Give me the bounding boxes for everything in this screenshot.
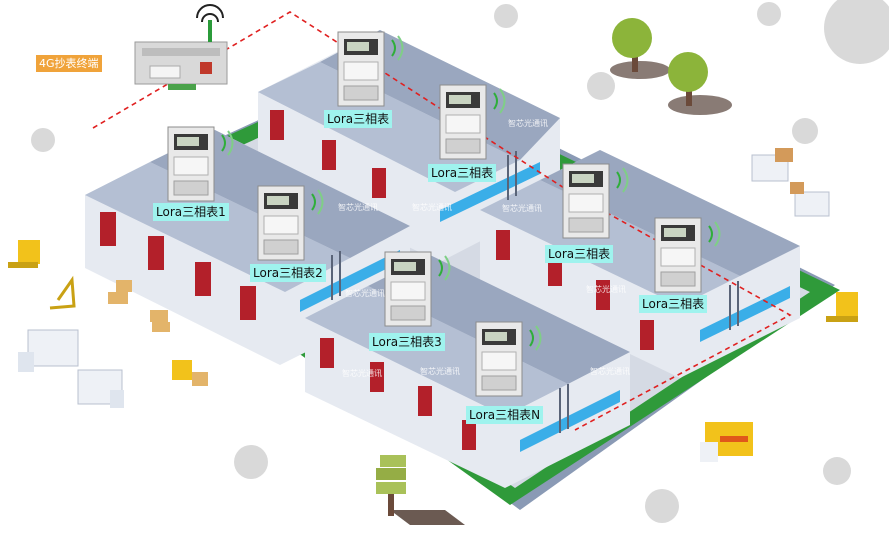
terminal-label: 4G抄表终端 [36,55,102,72]
svg-text:智芯光通讯: 智芯光通讯 [420,366,460,376]
watermarks: 智芯光通讯 智芯光通讯 智芯光通讯 智芯光通讯 智芯光通讯 智芯光通讯 智芯光通… [338,118,630,378]
meter-label-6: Lora三相表 [639,295,708,313]
svg-text:智芯光通讯: 智芯光通讯 [342,368,382,378]
svg-text:智芯光通讯: 智芯光通讯 [590,366,630,376]
tree-icon [610,18,732,115]
wifi-signal-icon [196,4,224,23]
meter-icon [562,163,629,239]
meter-label-1: Lora三相表 [324,110,393,128]
svg-text:智芯光通讯: 智芯光通讯 [345,288,385,298]
svg-text:智芯光通讯: 智芯光通讯 [502,203,542,213]
meter-icon [337,31,404,107]
svg-text:智芯光通讯: 智芯光通讯 [586,284,626,294]
ladders [331,151,739,433]
meter-label-4: Lora三相表2 [250,264,326,282]
meter-label-5: Lora三相表 [545,245,614,263]
hand-truck-icon [49,275,76,310]
svg-text:智芯光通讯: 智芯光通讯 [338,202,378,212]
meter-icon [654,217,721,293]
meter-label-7: Lora三相表3 [369,333,445,351]
meter-label-3: Lora三相表1 [153,203,229,221]
meter-icon [384,251,451,327]
meter-icon [257,185,324,261]
hedge-tree-icon [376,455,465,525]
meter-label-2: Lora三相表 [428,164,497,182]
meter-icon [167,126,234,202]
meter-devices [167,31,721,397]
background-dots [31,0,889,523]
pallet-boxes-icon [108,280,170,332]
svg-text:智芯光通讯: 智芯光通讯 [412,202,452,212]
meter-label-8: Lora三相表N [466,406,544,424]
meter-icon [439,84,506,160]
4g-terminal-device [134,20,228,90]
svg-text:智芯光通讯: 智芯光通讯 [508,118,548,128]
meter-icon [475,321,542,397]
truck-icon [18,148,830,462]
forklift-icon [8,240,858,386]
